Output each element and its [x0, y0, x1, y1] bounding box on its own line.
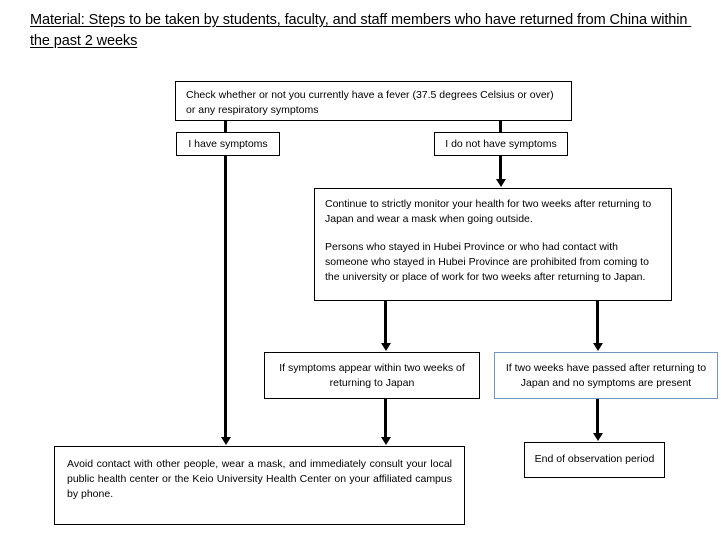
node-monitor-health: Continue to strictly monitor your health…	[314, 188, 672, 301]
connector-monitor-to-two-weeks-passed	[596, 301, 599, 344]
node-i-do-not-have-symptoms-label: I do not have symptoms	[445, 138, 557, 150]
node-check-fever-label: Check whether or not you currently have …	[186, 89, 557, 116]
arrowhead-symptoms-appear-to-avoid-contact-icon	[381, 437, 391, 445]
connector-symptoms-appear-to-avoid-contact	[384, 399, 387, 438]
connector-monitor-to-symptoms-appear	[384, 301, 387, 344]
node-two-weeks-passed-label: If two weeks have passed after returning…	[505, 362, 710, 389]
arrowhead-have-symptoms-to-avoid-contact-icon	[221, 437, 231, 445]
page-title: Material: Steps to be taken by students,…	[30, 12, 692, 49]
node-symptoms-appear-label: If symptoms appear within two weeks of r…	[279, 362, 468, 389]
node-symptoms-appear: If symptoms appear within two weeks of r…	[264, 352, 480, 399]
connector-check-to-have-symptoms	[224, 121, 227, 132]
arrowhead-monitor-to-symptoms-appear-icon	[381, 343, 391, 351]
node-end-of-observation-label: End of observation period	[534, 453, 655, 465]
node-monitor-health-paragraph-1: Continue to strictly monitor your health…	[325, 198, 655, 225]
connector-two-weeks-passed-to-end	[596, 399, 599, 434]
node-monitor-health-paragraph-2: Persons who stayed in Hubei Province or …	[325, 241, 652, 283]
connector-check-to-no-symptoms	[499, 121, 502, 132]
node-avoid-contact: Avoid contact with other people, wear a …	[54, 446, 465, 525]
node-i-have-symptoms-label: I have symptoms	[188, 138, 268, 150]
arrowhead-two-weeks-passed-to-end-icon	[593, 433, 603, 441]
connector-have-symptoms-to-avoid-contact	[224, 156, 227, 438]
arrowhead-no-symptoms-to-monitor-icon	[496, 179, 506, 187]
node-check-fever: Check whether or not you currently have …	[175, 81, 572, 121]
node-i-do-not-have-symptoms: I do not have symptoms	[434, 132, 568, 156]
arrowhead-monitor-to-two-weeks-passed-icon	[593, 343, 603, 351]
node-i-have-symptoms: I have symptoms	[176, 132, 280, 156]
node-avoid-contact-label: Avoid contact with other people, wear a …	[67, 458, 455, 500]
connector-no-symptoms-to-monitor	[499, 156, 502, 180]
node-end-of-observation: End of observation period	[524, 442, 665, 478]
node-two-weeks-passed: If two weeks have passed after returning…	[494, 352, 718, 399]
